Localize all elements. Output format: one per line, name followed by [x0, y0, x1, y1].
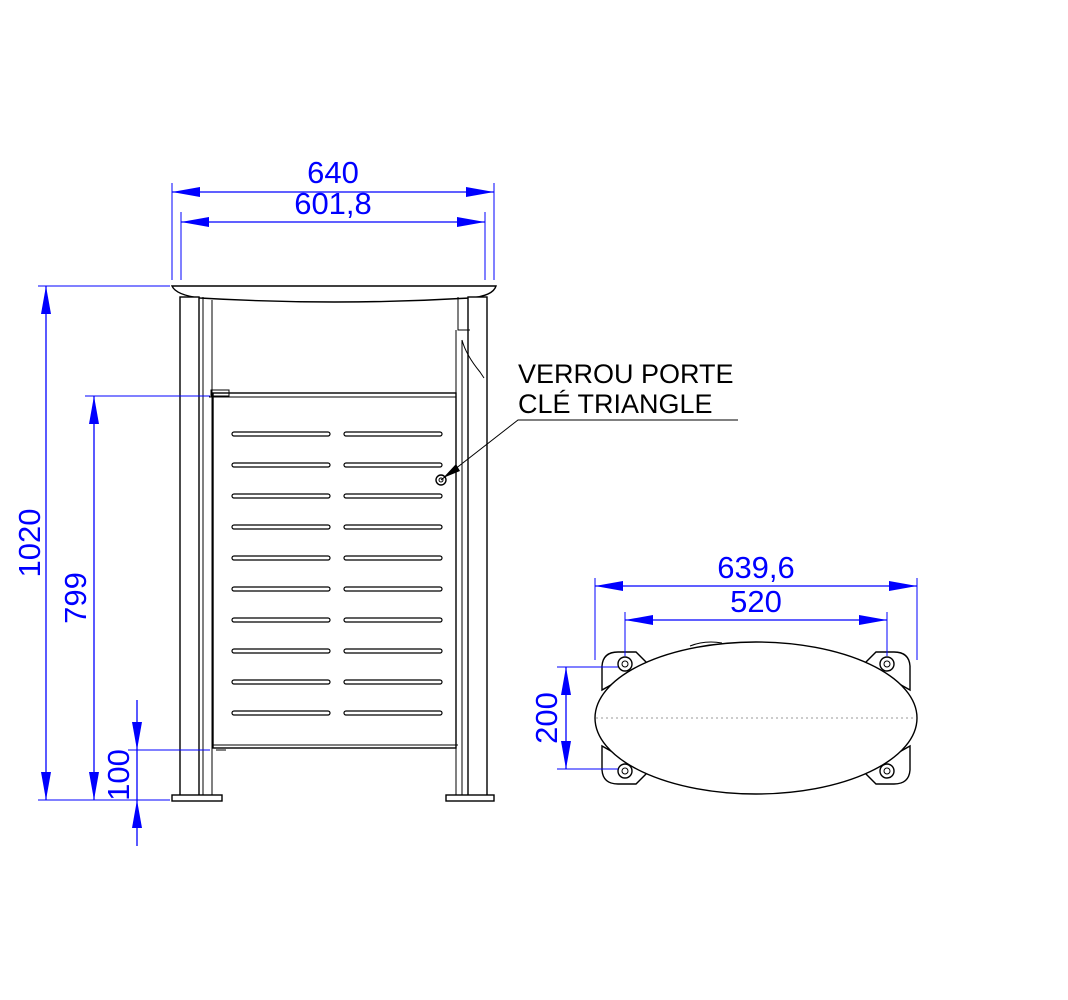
dimension-ground-clearance: 100 — [101, 700, 210, 846]
dim-text-100: 100 — [101, 749, 136, 801]
door-slot — [231, 617, 331, 623]
dimension-depth: 200 — [529, 666, 618, 770]
callout-line-1: VERROU PORTE — [518, 359, 734, 389]
door-slot — [343, 586, 443, 592]
dimension-top-overall-width: 639,6 — [594, 550, 918, 660]
door-slot — [231, 648, 331, 654]
dim-text-1020: 1020 — [12, 509, 47, 578]
lock-callout: VERROU PORTE CLÉ TRIANGLE — [440, 359, 738, 481]
door-slot — [343, 431, 443, 437]
door-slot — [343, 679, 443, 685]
dim-text-520: 520 — [730, 584, 782, 619]
door-slot — [231, 431, 331, 437]
door-slot — [231, 586, 331, 592]
door-slot — [343, 710, 443, 716]
door-panel — [212, 392, 457, 749]
lid — [170, 285, 497, 303]
dimension-door-height: 799 — [58, 395, 210, 800]
callout-line-2: CLÉ TRIANGLE — [518, 389, 713, 419]
dimension-mount-spacing: 520 — [624, 584, 888, 656]
top-view: 639,6 520 200 — [529, 550, 918, 795]
door-slot — [343, 524, 443, 530]
mount-holes — [617, 656, 895, 779]
right-post — [445, 296, 495, 802]
dim-text-799: 799 — [58, 572, 93, 624]
door-slot — [343, 617, 443, 623]
left-post — [171, 296, 223, 802]
door-slot — [231, 524, 331, 530]
door — [209, 389, 458, 751]
front-view: VERROU PORTE CLÉ TRIANGLE 640 601,8 — [12, 155, 738, 846]
mount-hole-icon — [617, 763, 633, 779]
mount-hole-icon — [879, 763, 895, 779]
mount-hole-icon — [879, 656, 895, 672]
dim-text-601-8: 601,8 — [294, 186, 372, 221]
door-slot — [343, 555, 443, 561]
door-slot — [343, 648, 443, 654]
door-slot — [343, 462, 443, 468]
door-slot — [343, 493, 443, 499]
left-foot-plate — [171, 794, 223, 802]
door-slot — [231, 679, 331, 685]
door-slots — [231, 431, 443, 716]
door-slot — [231, 462, 331, 468]
callout-leader — [440, 419, 738, 481]
dim-text-639-6: 639,6 — [717, 550, 795, 585]
door-slot — [231, 710, 331, 716]
dim-text-200: 200 — [529, 692, 564, 744]
dimension-overall-width: 640 — [171, 155, 495, 280]
dimension-overall-height: 1020 — [12, 285, 170, 801]
dimension-inner-width: 601,8 — [180, 186, 486, 280]
door-slot — [231, 555, 331, 561]
mount-hole-icon — [617, 656, 633, 672]
door-slot — [231, 493, 331, 499]
dim-text-640: 640 — [307, 155, 359, 190]
right-foot-plate — [445, 794, 495, 802]
